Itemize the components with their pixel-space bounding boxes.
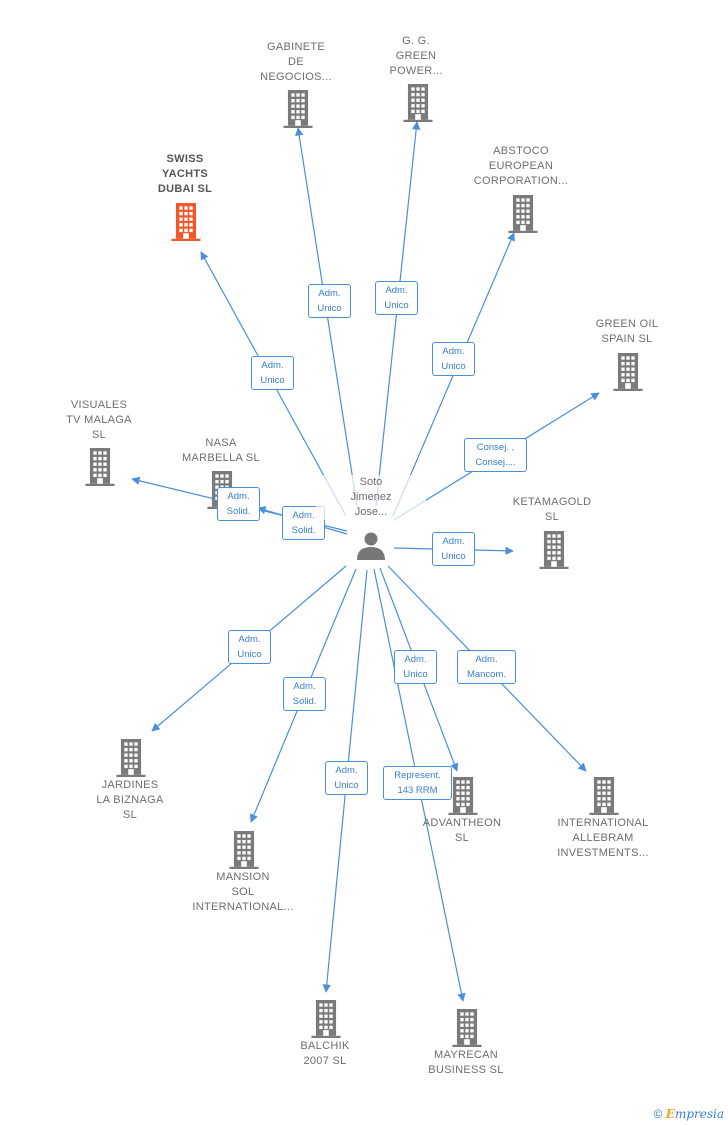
company-label-greenoil[interactable]: GREEN OIL SPAIN SL	[595, 318, 659, 345]
building-icon-greenoil[interactable]	[613, 353, 643, 391]
edge-label-mansion[interactable]: Adm. Solid.	[283, 677, 326, 711]
edge-label-visuales[interactable]: Adm. Solid.	[217, 487, 260, 521]
nodes-layer	[85, 84, 643, 1047]
company-label-advantheon[interactable]: ADVANTHEON SL	[422, 817, 502, 844]
company-label-mansion[interactable]: MANSION SOL INTERNATIONAL...	[192, 871, 294, 913]
person-label[interactable]: Soto Jimenez Jose...	[316, 475, 426, 520]
building-icon-visuales[interactable]	[85, 448, 115, 486]
company-label-ketamagold[interactable]: KETAMAGOLD SL	[512, 496, 592, 523]
edge-label-ketamagold[interactable]: Adm. Unico	[432, 532, 475, 566]
edge-label-jardines[interactable]: Adm. Unico	[228, 630, 271, 664]
company-label-balchik[interactable]: BALCHIK 2007 SL	[300, 1040, 350, 1067]
company-label-swiss[interactable]: SWISS YACHTS DUBAI SL	[157, 153, 213, 195]
building-icon-abstoco[interactable]	[508, 195, 538, 233]
company-label-visuales[interactable]: VISUALES TV MALAGA SL	[66, 399, 132, 441]
brand-watermark: © Empresia	[654, 1107, 724, 1121]
building-icon-balchik[interactable]	[311, 1000, 341, 1038]
building-icon-ggreen[interactable]	[403, 84, 433, 122]
brand-name: mpresia	[674, 1107, 724, 1121]
building-icon-gabinete[interactable]	[283, 90, 313, 128]
edge-label-abstoco[interactable]: Adm. Unico	[432, 342, 475, 376]
edge-label-balchik[interactable]: Adm. Unico	[325, 761, 368, 795]
edge-label-gabinete[interactable]: Adm. Unico	[308, 284, 351, 318]
company-label-allebram[interactable]: INTERNATIONAL ALLEBRAM INVESTMENTS...	[557, 817, 649, 859]
company-label-mayrecan[interactable]: MAYRECAN BUSINESS SL	[428, 1049, 504, 1076]
building-icon-advantheon[interactable]	[448, 777, 478, 815]
company-label-gabinete[interactable]: GABINETE DE NEGOCIOS...	[260, 41, 332, 83]
building-icon-ketamagold[interactable]	[539, 531, 569, 569]
company-label-nasa[interactable]: NASA MARBELLA SL	[182, 437, 260, 464]
edge-label-mayrecan[interactable]: Represent. 143 RRM	[383, 766, 452, 800]
edge-label-ggreen[interactable]: Adm. Unico	[375, 281, 418, 315]
company-label-ggreen[interactable]: G. G. GREEN POWER...	[389, 35, 443, 77]
brand-logo-initial: E	[665, 1107, 675, 1121]
company-label-abstoco[interactable]: ABSTOCO EUROPEAN CORPORATION...	[473, 145, 569, 187]
building-icon-mansion[interactable]	[229, 831, 259, 869]
building-icon-allebram[interactable]	[589, 777, 619, 815]
building-icon-swiss[interactable]	[171, 203, 201, 241]
edge-label-allebram[interactable]: Adm. Mancom.	[457, 650, 516, 684]
person-icon[interactable]	[357, 532, 385, 561]
copyright-icon: ©	[653, 1107, 663, 1121]
edge-label-greenoil[interactable]: Consej. , Consej....	[464, 438, 527, 472]
company-label-jardines[interactable]: JARDINES LA BIZNAGA SL	[96, 779, 164, 821]
edge-label-advantheon[interactable]: Adm. Unico	[394, 650, 437, 684]
building-icon-jardines[interactable]	[116, 739, 146, 777]
building-icon-mayrecan[interactable]	[452, 1009, 482, 1047]
edge-label-swiss[interactable]: Adm. Unico	[251, 356, 294, 390]
